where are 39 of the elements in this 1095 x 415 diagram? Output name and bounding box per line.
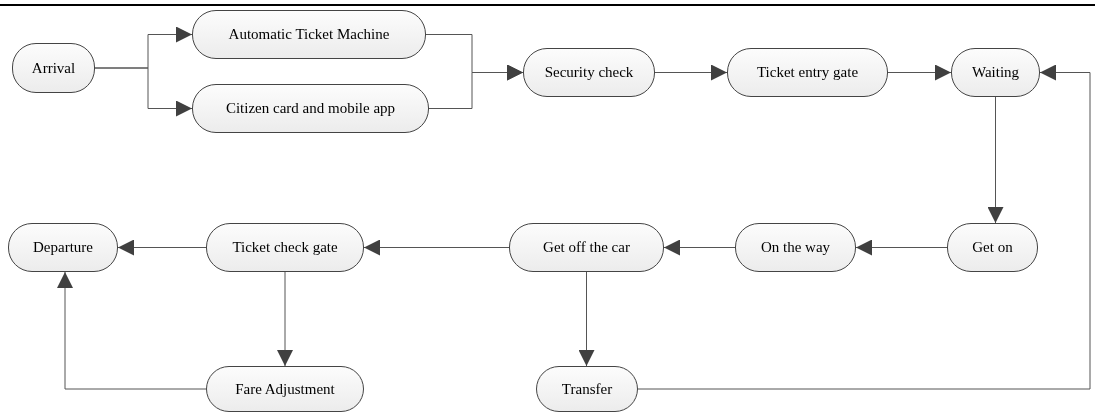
arrow bbox=[887, 64, 952, 81]
process-node bbox=[12, 43, 95, 93]
arrow bbox=[855, 239, 948, 256]
node-label: Get off the car bbox=[543, 239, 630, 256]
process-node bbox=[192, 84, 429, 133]
arrow bbox=[117, 239, 207, 256]
node-label: Automatic Ticket Machine bbox=[228, 26, 390, 43]
process-node bbox=[523, 48, 655, 97]
process-node bbox=[206, 223, 364, 272]
process-node bbox=[727, 48, 888, 97]
arrow bbox=[57, 271, 207, 390]
node-label: Arrival bbox=[31, 59, 76, 77]
process-node bbox=[509, 223, 664, 272]
arrow bbox=[578, 271, 595, 367]
node-label: Transfer bbox=[561, 380, 613, 398]
arrow bbox=[987, 96, 1004, 224]
node-label: On the way bbox=[760, 239, 831, 256]
node-label: Get on bbox=[972, 239, 1013, 256]
arrow bbox=[428, 64, 524, 109]
arrow bbox=[277, 271, 293, 367]
node-label: Ticket entry gate bbox=[756, 64, 859, 81]
process-node bbox=[206, 366, 364, 412]
node-label: Ticket check gate bbox=[232, 239, 338, 256]
process-node bbox=[8, 223, 118, 272]
node-label: Fare Adjustment bbox=[235, 380, 335, 398]
process-node bbox=[536, 366, 638, 412]
process-node bbox=[951, 48, 1040, 97]
arrow bbox=[654, 64, 728, 81]
node-label: Waiting bbox=[971, 64, 1020, 81]
arrow bbox=[94, 67, 193, 117]
arrow bbox=[637, 64, 1091, 390]
process-node bbox=[947, 223, 1038, 272]
arrow bbox=[363, 239, 510, 256]
arrow bbox=[663, 239, 736, 256]
node-label: Departure bbox=[33, 239, 93, 256]
process-node bbox=[192, 10, 426, 59]
process-node bbox=[735, 223, 856, 272]
node-label: Citizen card and mobile app bbox=[225, 100, 396, 117]
node-label: Security check bbox=[544, 64, 634, 81]
